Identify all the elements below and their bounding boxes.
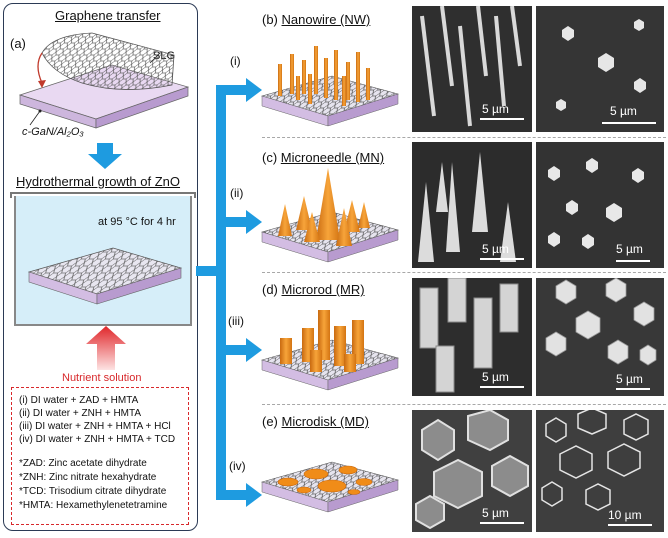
scale-bar-label: 5 µm <box>482 242 509 256</box>
scale-bar <box>602 122 656 124</box>
route-i-label: (i) <box>230 54 241 68</box>
route-iv-label: (iv) <box>229 459 246 473</box>
panel-d-title: (d) Microrod (MR) <box>262 282 365 297</box>
sem-microdisk-top: 10 µm <box>536 410 664 532</box>
route-iii-label: (iii) <box>228 314 244 328</box>
route-ii-label: (ii) <box>230 186 244 200</box>
nanowire-schematic <box>260 46 400 127</box>
microdisk-schematic <box>260 461 400 513</box>
recipe-legend: (i) DI water + ZAD + HMTA (ii) DI water … <box>11 387 189 525</box>
graphene-transfer-illustration <box>18 32 190 129</box>
scale-bar <box>480 386 524 388</box>
nutrient-solution-label: Nutrient solution <box>62 372 142 384</box>
scale-bar <box>616 388 650 390</box>
scale-bar-label: 5 µm <box>482 370 509 384</box>
scale-bar <box>616 260 650 262</box>
scale-bar-label: 5 µm <box>482 506 509 520</box>
separator-2 <box>262 272 666 273</box>
tank-rim <box>10 192 196 198</box>
recipe-i: (i) DI water + ZAD + HMTA <box>19 395 139 406</box>
sem-microrod-tilted: 5 µm <box>412 278 532 396</box>
panel-a-label: (a) <box>10 36 26 51</box>
scale-bar-label: 5 µm <box>610 104 637 118</box>
sem-nanowire-tilted: 5 µm <box>412 6 532 132</box>
graphene-transfer-title: Graphene transfer <box>55 8 161 23</box>
nutrient-up-arrow-icon <box>86 326 126 370</box>
sem-microdisk-tilted: 5 µm <box>412 410 532 532</box>
separator-3 <box>262 404 666 405</box>
abbr-zad: *ZAD: Zinc acetate dihydrate <box>19 458 147 469</box>
microrod-schematic <box>260 310 400 391</box>
scale-bar-label: 5 µm <box>616 242 643 256</box>
scale-bar <box>480 118 524 120</box>
down-arrow-icon <box>88 143 122 169</box>
branch-arrows <box>196 78 262 507</box>
abbr-hmta: *HMTA: Hexamethylenetetramine <box>19 500 168 511</box>
scale-bar <box>608 524 652 526</box>
substrate-label: c-GaN/Al₂O₃ <box>22 126 84 138</box>
scale-bar-label: 5 µm <box>616 372 643 386</box>
recipe-iv: (iv) DI water + ZNH + HMTA + TCD <box>19 434 176 445</box>
abbr-znh: *ZNH: Zinc nitrate hexahydrate <box>19 472 157 483</box>
sem-nanowire-top: 5 µm <box>536 6 664 132</box>
abbr-tcd: *TCD: Trisodium citrate dihydrate <box>19 486 167 497</box>
microneedle-schematic <box>260 168 400 263</box>
sem-microneedle-top: 5 µm <box>536 142 664 268</box>
sem-microrod-top: 5 µm <box>536 278 664 396</box>
recipe-ii: (ii) DI water + ZNH + HMTA <box>19 408 142 419</box>
panel-e-title: (e) Microdisk (MD) <box>262 414 369 429</box>
hydrothermal-growth-title: Hydrothermal growth of ZnO <box>16 174 181 189</box>
scale-bar <box>480 258 524 260</box>
separator-1 <box>262 137 666 138</box>
sem-microneedle-tilted: 5 µm <box>412 142 532 268</box>
panel-c-title: (c) Microneedle (MN) <box>262 150 385 165</box>
panel-b-title: (b) Nanowire (NW) <box>262 12 371 27</box>
tank-wafer-illustration <box>27 247 183 305</box>
scale-bar <box>480 522 524 524</box>
scale-bar-label: 10 µm <box>608 508 642 522</box>
recipe-iii: (iii) DI water + ZNH + HMTA + HCl <box>19 421 171 432</box>
scale-bar-label: 5 µm <box>482 102 509 116</box>
growth-condition: at 95 °C for 4 hr <box>98 216 176 228</box>
